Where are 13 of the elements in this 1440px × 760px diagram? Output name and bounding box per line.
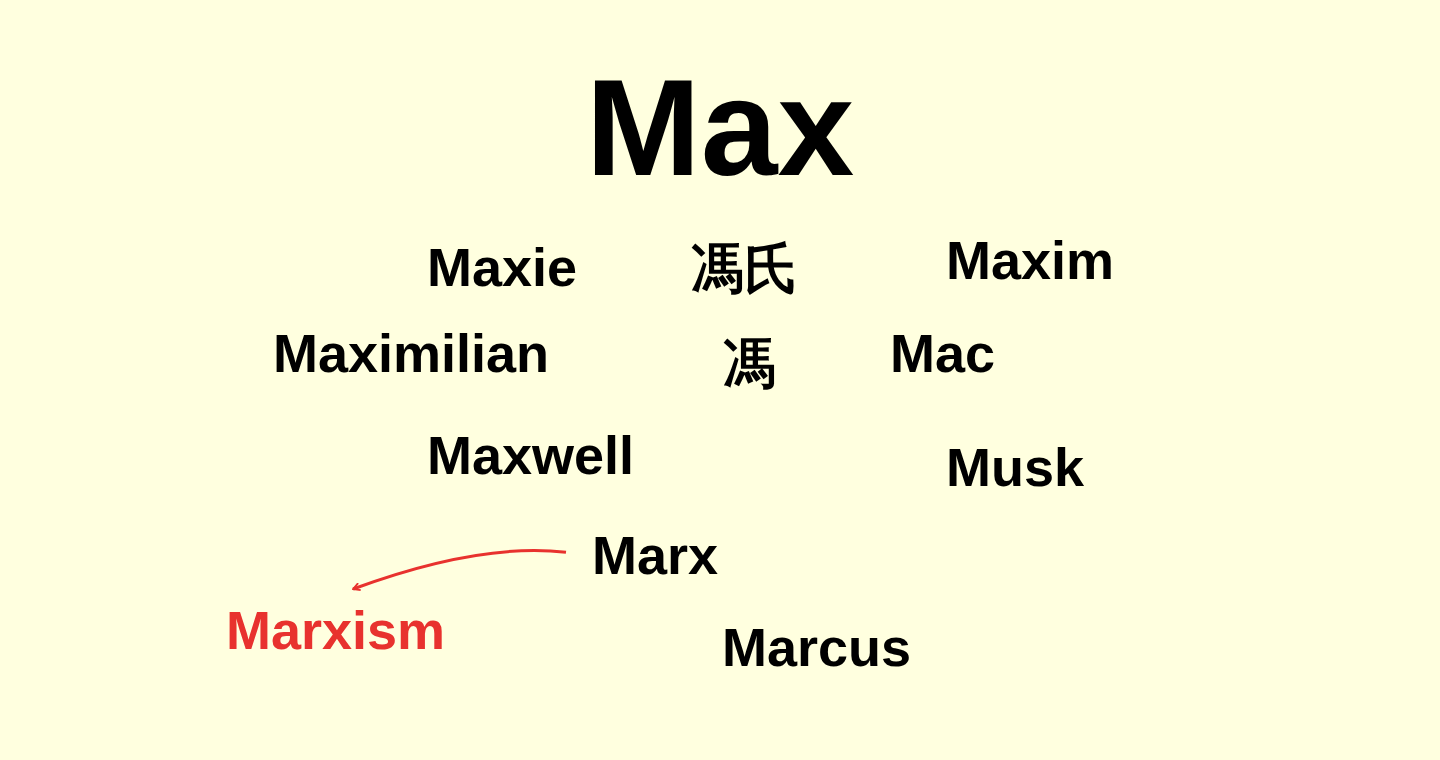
word-label: 馮 [722, 336, 776, 390]
word-label: 馮氏 [690, 241, 798, 295]
word-label: Maxim [946, 233, 1115, 287]
word-label: Mac [890, 326, 996, 380]
word-label: Maximilian [273, 326, 550, 380]
word-label: Marxism [226, 603, 446, 657]
title: Max [584, 58, 856, 196]
word-label: Marx [592, 528, 719, 582]
word-label: Maxie [427, 240, 578, 294]
word-label: Maxwell [427, 428, 635, 482]
arrow [352, 549, 567, 592]
word-label: Musk [946, 440, 1085, 494]
word-label: Marcus [722, 620, 912, 674]
